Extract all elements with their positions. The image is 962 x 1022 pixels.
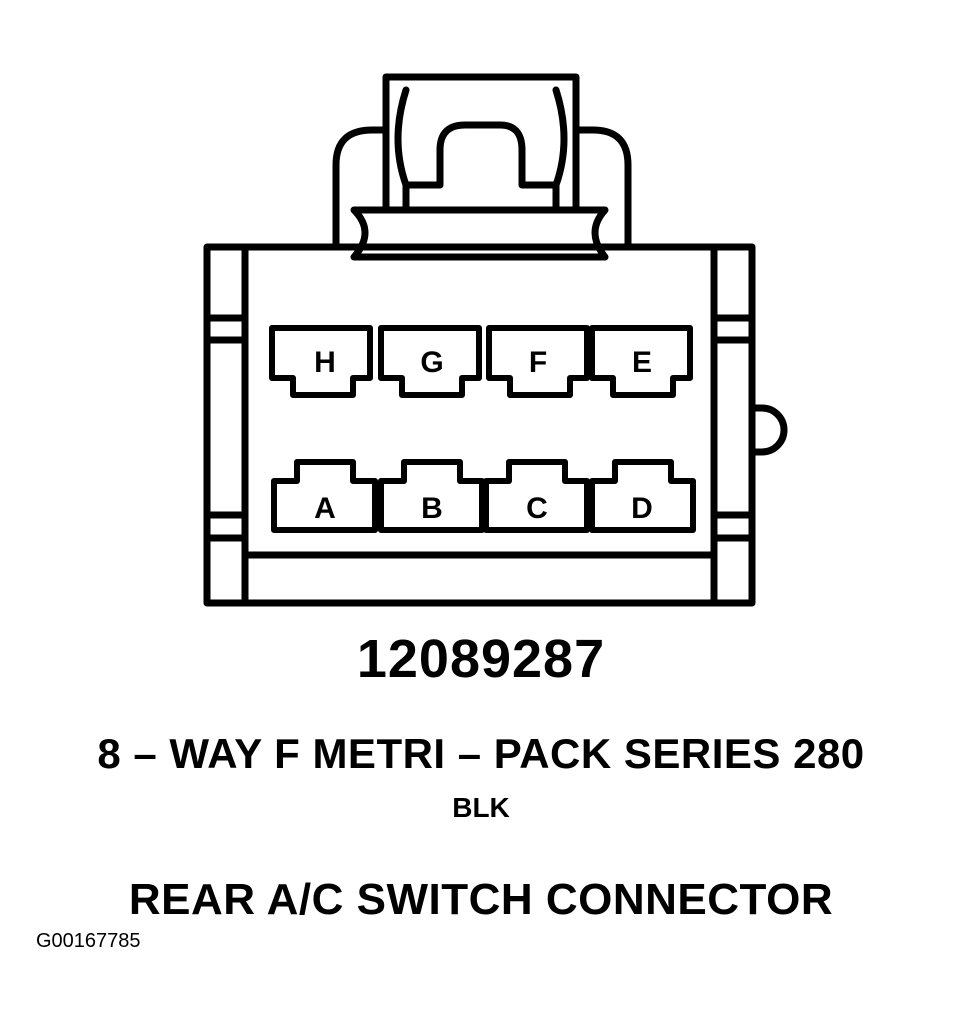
connector-name: REAR A/C SWITCH CONNECTOR	[128, 875, 834, 924]
locking-tab-cutout	[402, 121, 560, 214]
pin-cavity-a	[271, 459, 378, 533]
pin-cavity-f	[486, 325, 590, 398]
pin-label-d: D	[631, 492, 653, 525]
side-latch-bump	[748, 404, 788, 456]
left-lower-notch	[203, 511, 249, 542]
left-upper-notch	[203, 314, 249, 344]
pin-label-f: F	[529, 346, 547, 379]
pin-label-g: G	[420, 346, 443, 379]
lock-housing	[332, 126, 632, 251]
pin-cavity-d	[589, 459, 696, 533]
part-number: 12089287	[356, 629, 606, 689]
locking-tab-rail-left	[394, 86, 410, 189]
pin-label-e: E	[632, 346, 652, 379]
right-lower-notch	[710, 511, 756, 542]
connector-type: 8 – WAY F METRI – PACK SERIES 280	[97, 730, 865, 777]
color-code: BLK	[452, 792, 510, 823]
pin-label-a: A	[314, 492, 336, 525]
pin-cavity-c	[483, 459, 590, 533]
pin-cavity-h	[269, 325, 373, 398]
pin-label-h: H	[314, 346, 336, 379]
locking-tab-rail-right	[552, 86, 568, 189]
locking-tab	[382, 73, 580, 214]
figure-id: G00167785	[36, 930, 141, 952]
lock-bar	[350, 206, 609, 261]
pin-label-c: C	[526, 492, 548, 525]
pin-label-b: B	[421, 492, 443, 525]
pin-cavity-g	[378, 325, 482, 398]
pin-cavity-b	[378, 459, 485, 533]
pin-cavity-e	[589, 325, 693, 398]
right-upper-notch	[710, 314, 756, 344]
connector-housing	[203, 243, 756, 607]
